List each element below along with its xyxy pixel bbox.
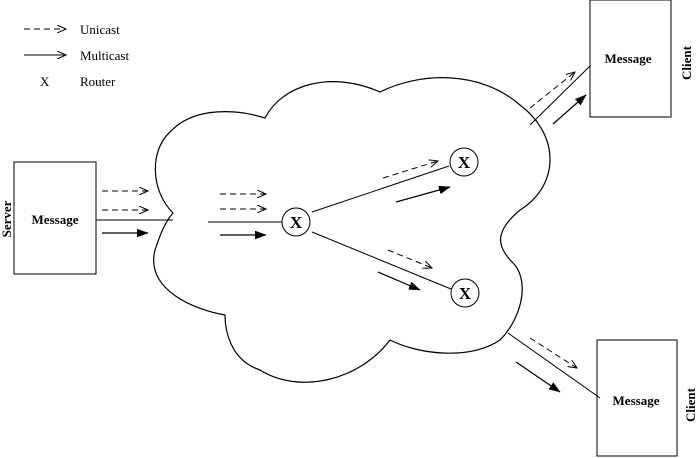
network-cloud: [153, 77, 551, 383]
router-upper-circle: [449, 147, 479, 177]
router-lower-label: X: [459, 284, 472, 303]
client-bottom-box-label: Message: [613, 393, 660, 408]
client-top-side-label: Client: [679, 45, 694, 80]
bottom-client-link: [507, 332, 601, 399]
router-center-label: X: [290, 213, 303, 232]
top-client-multicast-arrow: [552, 95, 586, 125]
client-bottom-box: [596, 339, 678, 457]
router-lower-circle: [450, 278, 480, 308]
server-side-label: Server: [0, 200, 14, 237]
router-upper: X: [449, 147, 479, 177]
client-top-box: [589, 0, 672, 118]
link-center-upper: [311, 165, 450, 213]
link-center-lower: [311, 231, 452, 290]
upper-multicast-arrow: [395, 187, 450, 203]
legend-router-label: Router: [80, 74, 116, 89]
upper-unicast-arrow: [382, 161, 438, 179]
lower-unicast-arrow: [387, 249, 432, 268]
legend-multicast-label: Multicast: [80, 48, 129, 63]
client-top-box-label: Message: [605, 51, 652, 66]
router-upper-label: X: [458, 153, 471, 172]
router-center: X: [281, 207, 311, 237]
server-box: [13, 161, 97, 275]
router-lower: X: [450, 278, 480, 308]
legend: Unicast Multicast X Router: [24, 22, 129, 89]
server-box-label: Message: [32, 212, 79, 227]
client-bottom-side-label: Client: [683, 387, 698, 422]
bottom-client-multicast-arrow: [515, 361, 560, 393]
router-center-circle: [281, 207, 311, 237]
top-client-link: [529, 65, 591, 126]
legend-router-symbol: X: [40, 74, 50, 89]
lower-multicast-arrow: [377, 271, 420, 291]
legend-unicast-label: Unicast: [80, 22, 120, 37]
